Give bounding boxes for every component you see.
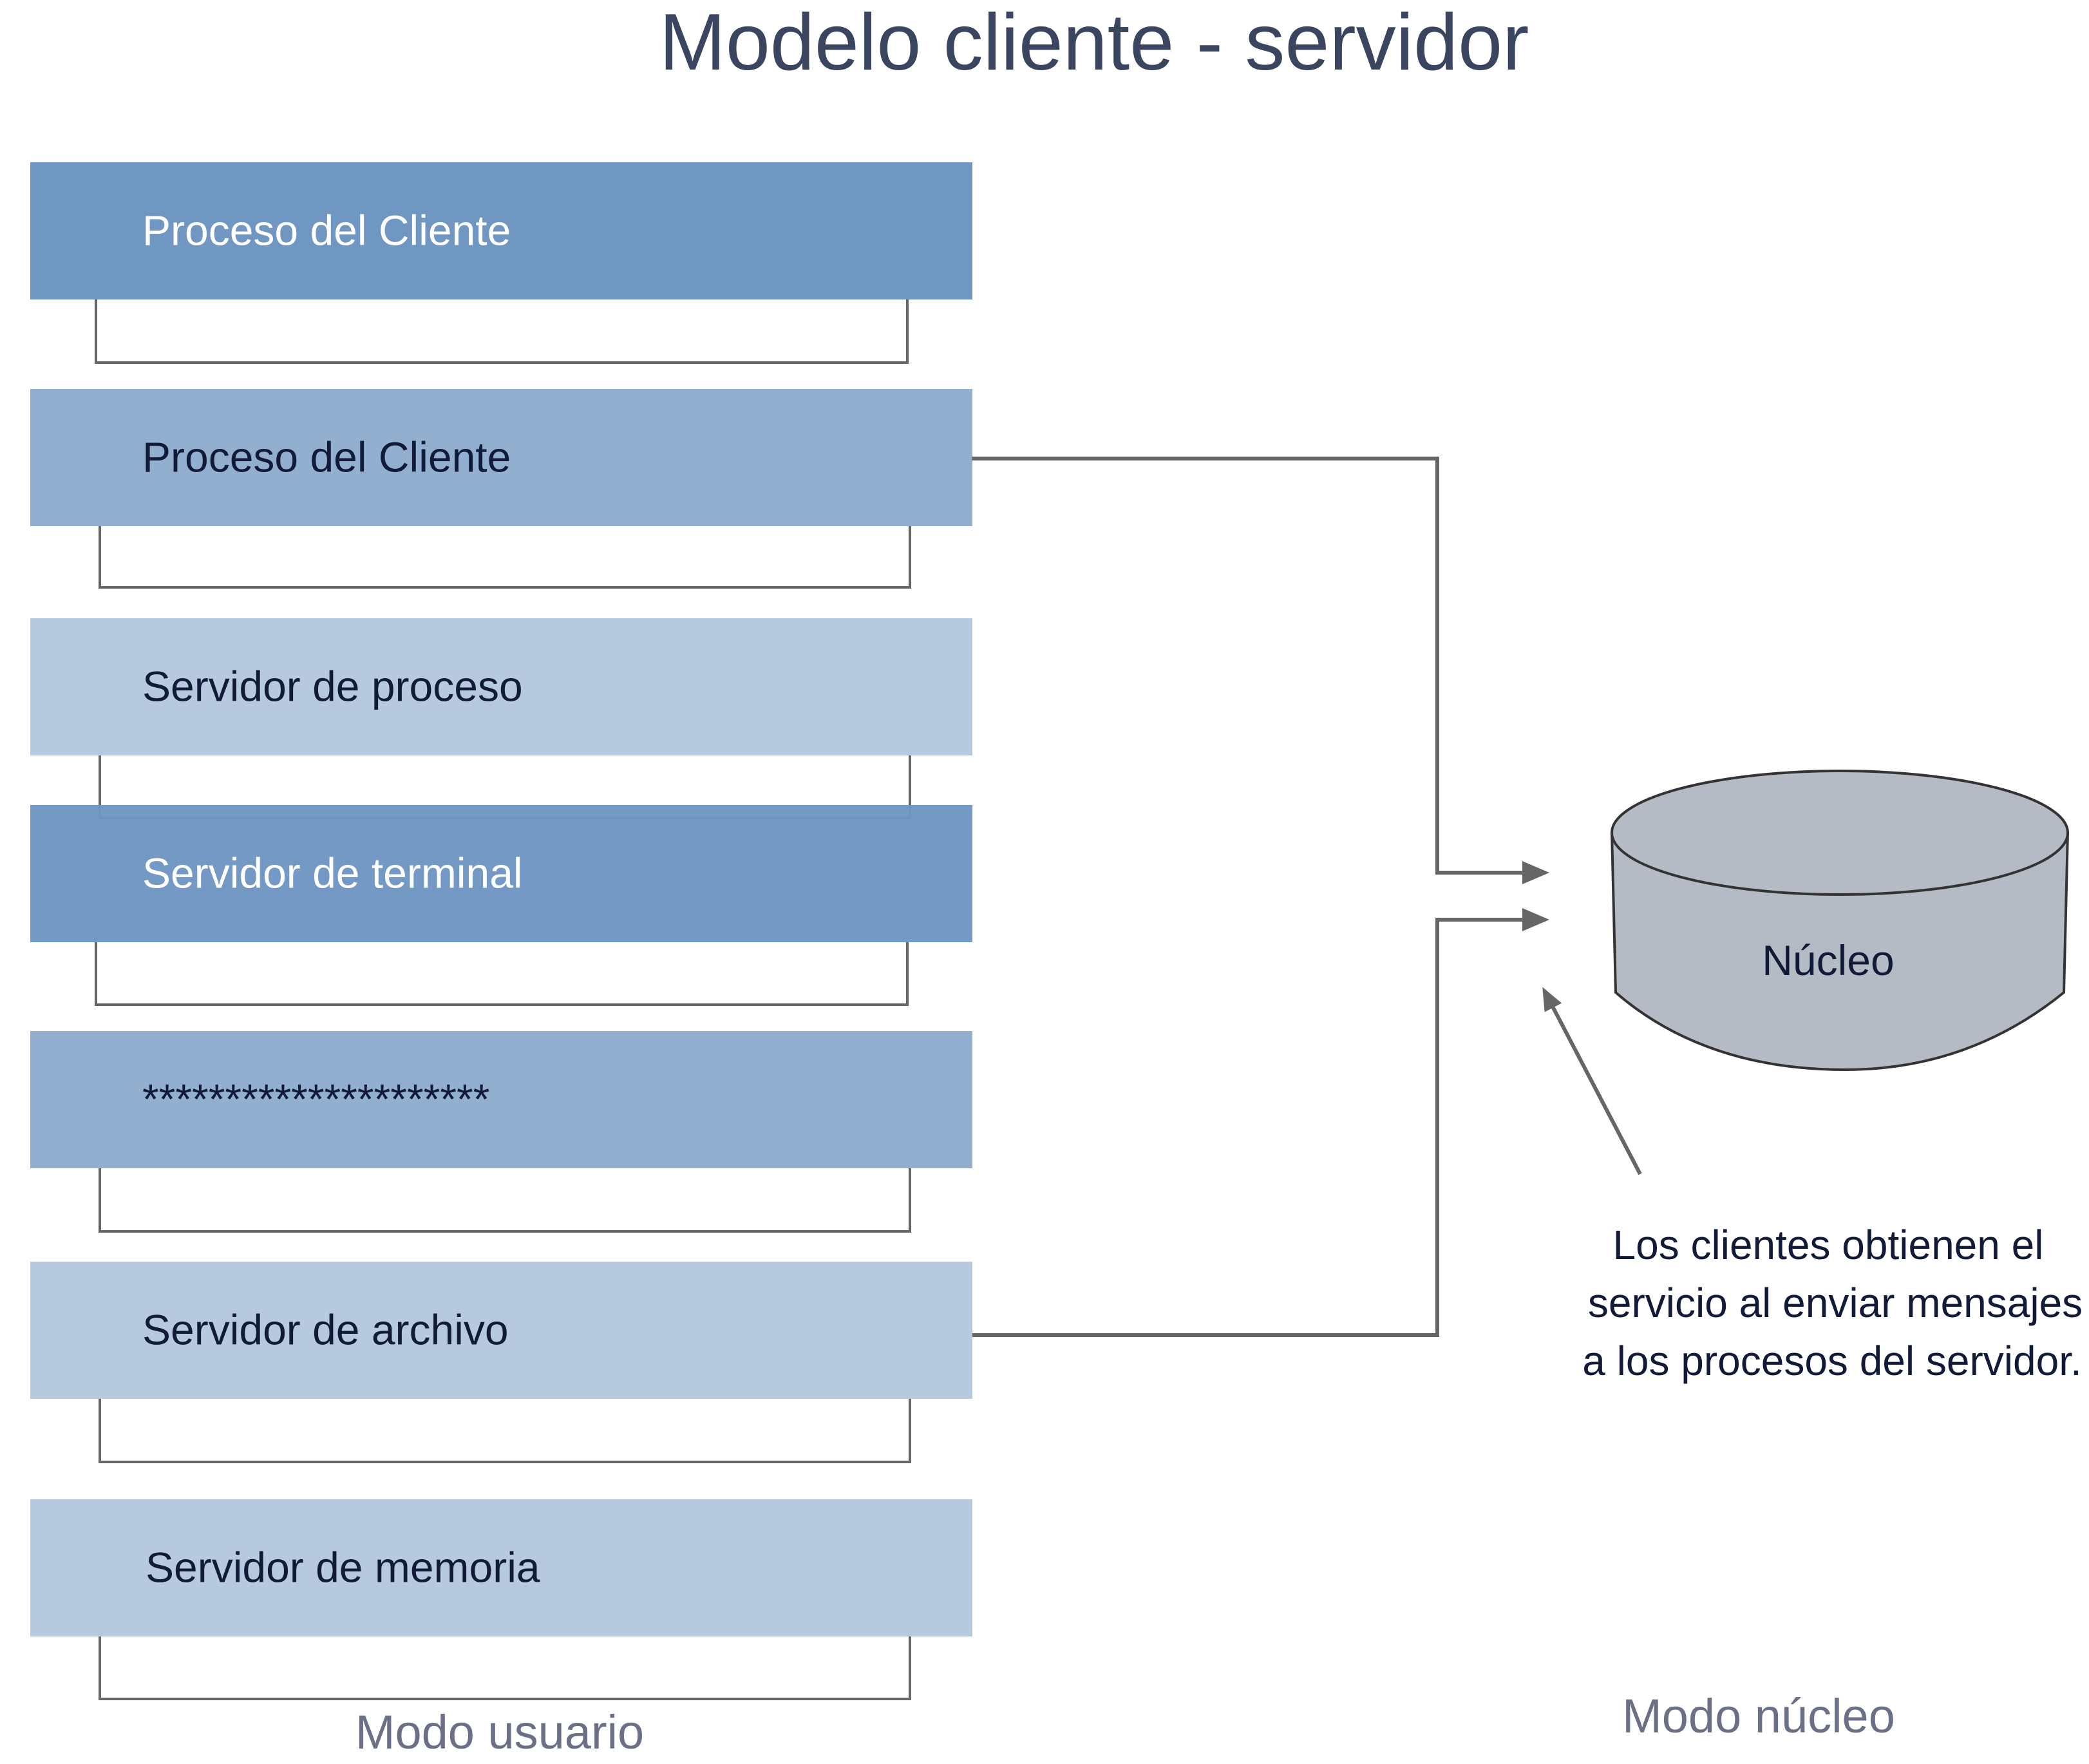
block-label: Proceso del Cliente xyxy=(142,433,511,481)
block-label: ********************* xyxy=(142,1076,489,1123)
block-rect xyxy=(30,389,972,526)
block-rect xyxy=(30,162,972,299)
block-rect xyxy=(30,1262,972,1399)
block-label: Proceso del Cliente xyxy=(142,207,511,254)
kernel-label: Núcleo xyxy=(1762,936,1894,984)
block-label: Servidor de proceso xyxy=(142,663,523,710)
block-client-process-1: Proceso del Cliente xyxy=(30,162,972,364)
block-file-server: Servidor de archivo xyxy=(30,1262,972,1463)
block-masked-server: ********************* xyxy=(30,1031,972,1233)
block-bracket xyxy=(95,299,909,364)
block-rect xyxy=(30,1499,972,1636)
kernel-mode-label: Modo núcleo xyxy=(1622,1689,1895,1743)
block-bracket xyxy=(99,1636,911,1700)
block-memory-server: Servidor de memoria xyxy=(30,1499,972,1700)
caption-line-2: servicio al enviar mensajes xyxy=(1588,1280,2083,1326)
kernel-body xyxy=(1610,831,2070,1072)
caption-line-1: Los clientes obtienen el xyxy=(1613,1222,2044,1268)
caption-line-3: a los procesos del servidor. xyxy=(1582,1338,2082,1384)
caption-pointer-arrow xyxy=(1542,987,1642,1175)
page-title: Modelo cliente - servidor xyxy=(659,0,1529,87)
block-rect xyxy=(30,618,972,755)
kernel-top xyxy=(1611,770,2069,896)
block-client-process-2: Proceso del Cliente xyxy=(30,389,972,589)
block-rect xyxy=(30,1031,972,1168)
user-mode-label: Modo usuario xyxy=(355,1705,644,1759)
block-rect xyxy=(30,805,972,942)
block-bracket xyxy=(99,526,911,589)
block-label: Servidor de memoria xyxy=(146,1544,540,1591)
block-process-server: Servidor de proceso xyxy=(30,618,972,819)
block-terminal-server: Servidor de terminal xyxy=(30,805,972,1006)
connector-file-server-to-kernel xyxy=(972,908,1549,1337)
block-label: Servidor de archivo xyxy=(142,1306,509,1354)
block-bracket xyxy=(95,942,909,1006)
caption: Los clientes obtienen el servicio al env… xyxy=(1582,1222,2083,1384)
kernel-cylinder: Núcleo xyxy=(1610,770,2070,1072)
block-bracket xyxy=(99,1399,911,1463)
block-bracket xyxy=(99,1168,911,1233)
connector-client-to-kernel xyxy=(972,457,1549,884)
block-label: Servidor de terminal xyxy=(142,849,523,897)
